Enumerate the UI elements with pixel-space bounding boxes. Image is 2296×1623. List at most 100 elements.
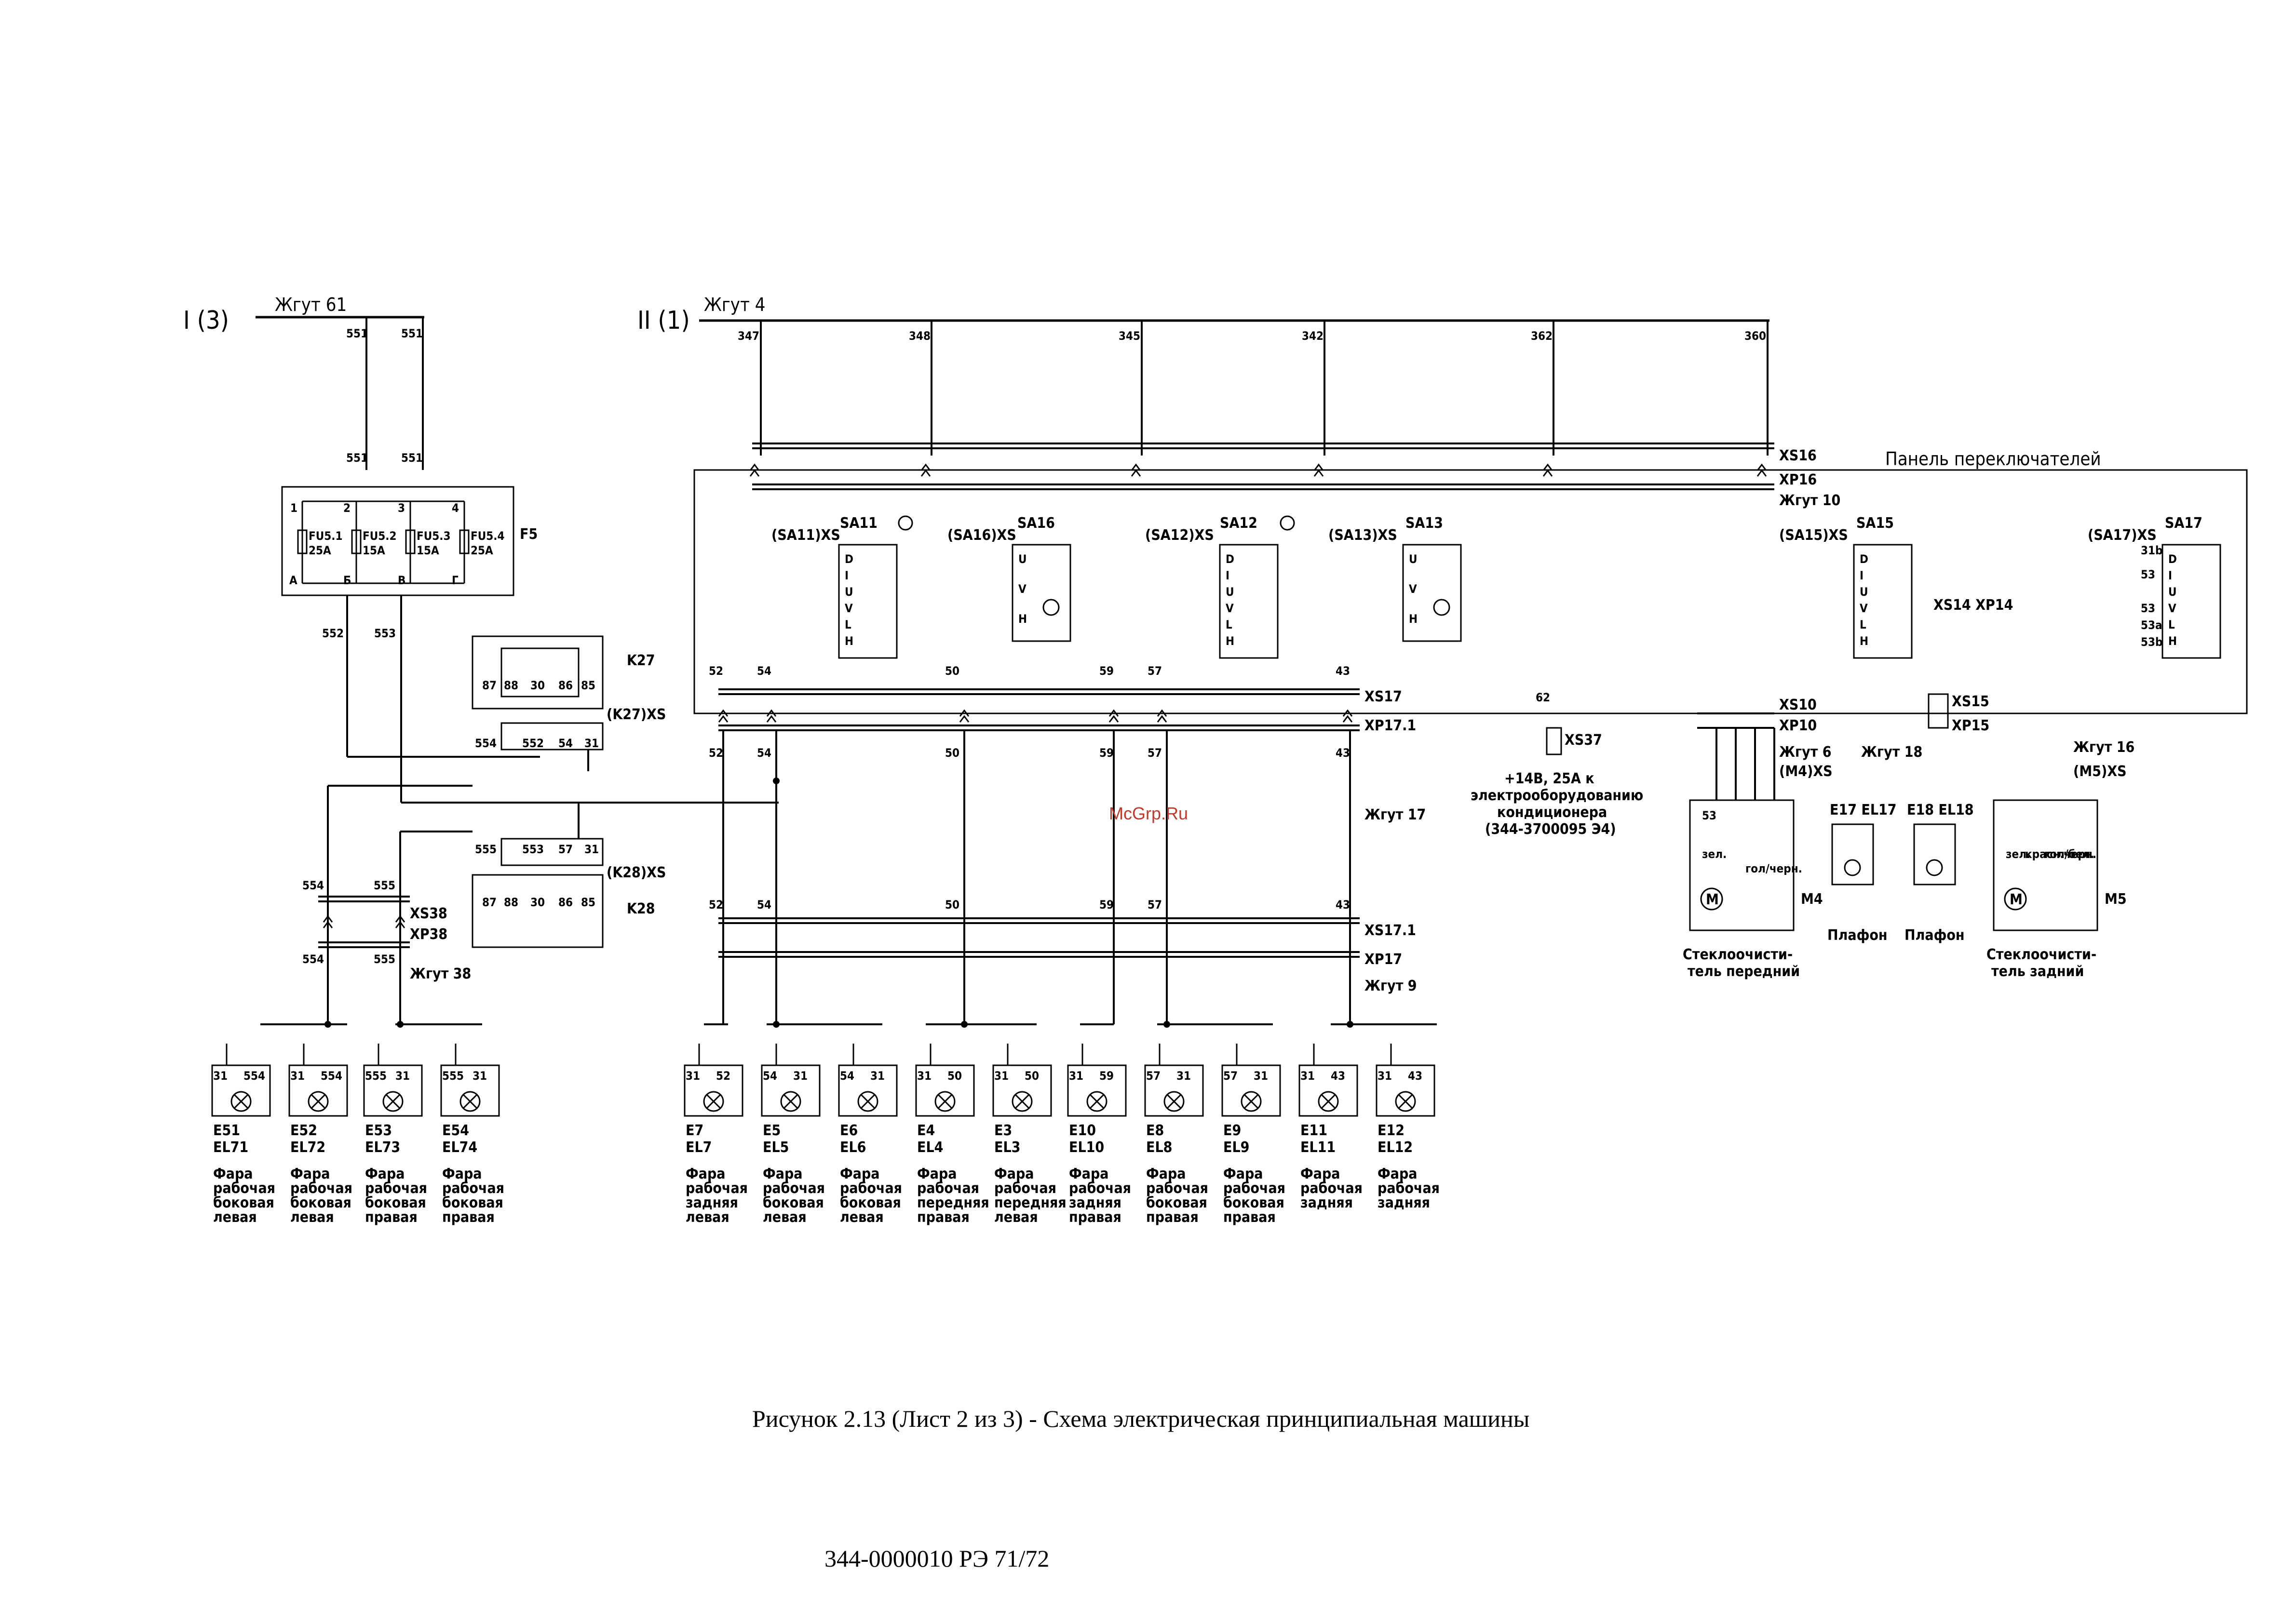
svg-text:L: L	[845, 618, 851, 631]
svg-text:I: I	[845, 569, 849, 582]
svg-text:3: 3	[398, 501, 405, 515]
lamp-label: задняя	[1300, 1194, 1353, 1211]
svg-text:553: 553	[374, 627, 396, 640]
svg-text:25A: 25A	[309, 544, 331, 557]
svg-text:54: 54	[757, 746, 771, 760]
lamp-label: передняя	[917, 1194, 989, 1211]
lamp-el: EL74	[442, 1139, 477, 1156]
svg-text:57: 57	[1148, 664, 1162, 678]
svg-text:52: 52	[709, 746, 723, 760]
lamp-label: Фара	[1146, 1166, 1186, 1182]
lamp-pin: 31	[290, 1069, 305, 1083]
svg-text:XP17.1: XP17.1	[1364, 717, 1416, 734]
lamp-pin: 555	[442, 1069, 464, 1083]
connector-xs17: XS17 XP17.1	[718, 688, 1416, 734]
svg-text:Жгут 38: Жгут 38	[410, 966, 471, 982]
svg-text:31: 31	[584, 737, 599, 750]
svg-text:XS10: XS10	[1779, 697, 1817, 713]
svg-text:555: 555	[475, 843, 497, 856]
svg-text:U: U	[2168, 585, 2177, 599]
lamp-label: рабочая	[994, 1180, 1056, 1197]
lamp-pin: 554	[321, 1069, 342, 1083]
lamp-pin: 31	[1378, 1069, 1392, 1083]
lamp-label: рабочая	[213, 1180, 275, 1197]
svg-text:V: V	[2168, 602, 2176, 615]
lamp-label: Фара	[290, 1166, 330, 1182]
svg-text:4: 4	[452, 501, 459, 515]
figure-caption: Рисунок 2.13 (Лист 2 из 3) - Схема элект…	[752, 1405, 1529, 1432]
lamp-pin: 31	[473, 1069, 487, 1083]
lamp-label: Фара	[442, 1166, 482, 1182]
svg-text:552: 552	[322, 627, 344, 640]
lamp-el: EL7	[686, 1139, 712, 1156]
fuse-fu5-3: 3 В FU5.3 15A	[398, 501, 451, 587]
ceiling-lamp-e17: E17 EL17 Плафон	[1827, 802, 1897, 944]
lamp-pin: 31	[917, 1069, 932, 1083]
svg-text:H: H	[1409, 612, 1418, 626]
svg-text:554: 554	[302, 879, 324, 892]
switch-sa15: SA15 (SA15)XS D I U V L H	[1779, 515, 1913, 659]
lamp-label: правая	[1223, 1209, 1276, 1226]
harness-61-label: Жгут 61	[275, 294, 347, 315]
svg-text:H: H	[2168, 634, 2177, 648]
svg-text:E18 EL18: E18 EL18	[1907, 802, 1974, 818]
svg-text:345: 345	[1119, 329, 1140, 343]
svg-text:D: D	[2168, 552, 2177, 566]
svg-text:43: 43	[1336, 664, 1350, 678]
right-lamp-feed	[704, 1021, 1437, 1028]
lamp-el: EL10	[1069, 1139, 1104, 1156]
harness-4-label: Жгут 4	[704, 294, 766, 315]
svg-text:52: 52	[709, 898, 723, 912]
svg-text:59: 59	[1099, 898, 1114, 912]
lamp-label: рабочая	[1223, 1180, 1285, 1197]
lamp-pin: 31	[1300, 1069, 1315, 1083]
lamp-label: рабочая	[1300, 1180, 1363, 1197]
svg-text:50: 50	[945, 746, 959, 760]
svg-text:(SA11)XS: (SA11)XS	[771, 527, 840, 544]
lamp-pin: 50	[947, 1069, 962, 1083]
svg-text:U: U	[1018, 552, 1027, 566]
svg-text:Жгут 16: Жгут 16	[2073, 739, 2134, 756]
lamp-label: Фара	[1069, 1166, 1109, 1182]
svg-text:Жгут 6: Жгут 6	[1779, 744, 1832, 761]
connector-xs15: XS15 XP15 Жгут 18 18 XS14 XP14	[1861, 597, 2013, 761]
svg-text:M4: M4	[1801, 891, 1823, 908]
lamp-pin: 31	[1069, 1069, 1083, 1083]
switch-sa16: SA16 (SA16)XS U V H	[947, 515, 1071, 642]
svg-text:U: U	[1409, 552, 1418, 566]
lamp-el: EL12	[1378, 1139, 1413, 1156]
switch-sa13: SA13 (SA13)XS U V H	[1328, 515, 1462, 642]
svg-text:88: 88	[504, 679, 518, 692]
svg-text:FU5.2: FU5.2	[363, 529, 397, 543]
svg-text:L: L	[1860, 618, 1866, 631]
svg-text:I: I	[1226, 569, 1229, 582]
lamp-id: E52	[290, 1122, 317, 1139]
svg-text:XP38: XP38	[410, 926, 447, 943]
section-left-label: I (3)	[183, 306, 229, 335]
lamp-label: Фара	[1300, 1166, 1340, 1182]
fuse-fu5-1: 1 А FU5.1 25A	[289, 501, 343, 587]
lamp-id: E5	[763, 1122, 781, 1139]
fuse-block-label: F5	[520, 526, 538, 543]
svg-text:53a: 53a	[2141, 618, 2162, 632]
switch-panel-outline	[693, 469, 2248, 714]
doc-number: 344-0000010 РЭ 71/72	[824, 1545, 1049, 1572]
connector-xs17-1: XS17.1 XP17 Жгут 9	[718, 917, 1417, 994]
svg-text:В: В	[398, 574, 405, 587]
relay-k27-connector: (K27)XS	[607, 706, 666, 723]
lamp-label: Фара	[213, 1166, 253, 1182]
ac-note-line-4: (344-3700095 Э4)	[1485, 821, 1616, 838]
svg-text:тель передний: тель передний	[1688, 963, 1800, 980]
svg-text:348: 348	[909, 329, 931, 343]
svg-text:555: 555	[374, 879, 395, 892]
svg-text:Жгут 10: Жгут 10	[1779, 492, 1840, 509]
lamp-pin: 31	[1176, 1069, 1191, 1083]
lamp-label: задняя	[1069, 1194, 1121, 1211]
lamp-label: левая	[290, 1209, 334, 1226]
